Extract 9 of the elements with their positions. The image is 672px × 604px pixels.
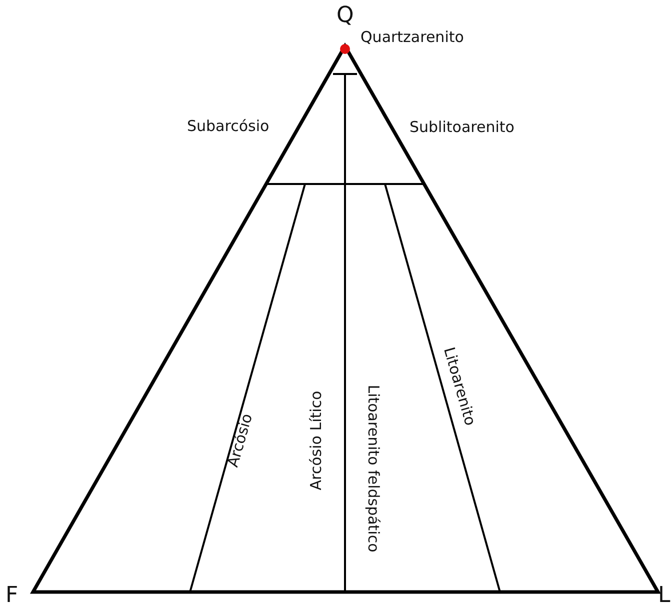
field-label: Quartzarenito <box>360 30 464 44</box>
field-label: Subarcósio <box>187 118 270 134</box>
field-label: Sublitoarenito <box>410 120 514 134</box>
corner-label: L <box>658 585 670 604</box>
corner-label: Q <box>336 5 354 27</box>
corner-label: F <box>6 585 18 604</box>
field-label: Litoarenito feldspático <box>365 384 380 552</box>
field-label: Arcósio Lítico <box>308 390 324 490</box>
field-label: Arcósio <box>225 412 255 468</box>
